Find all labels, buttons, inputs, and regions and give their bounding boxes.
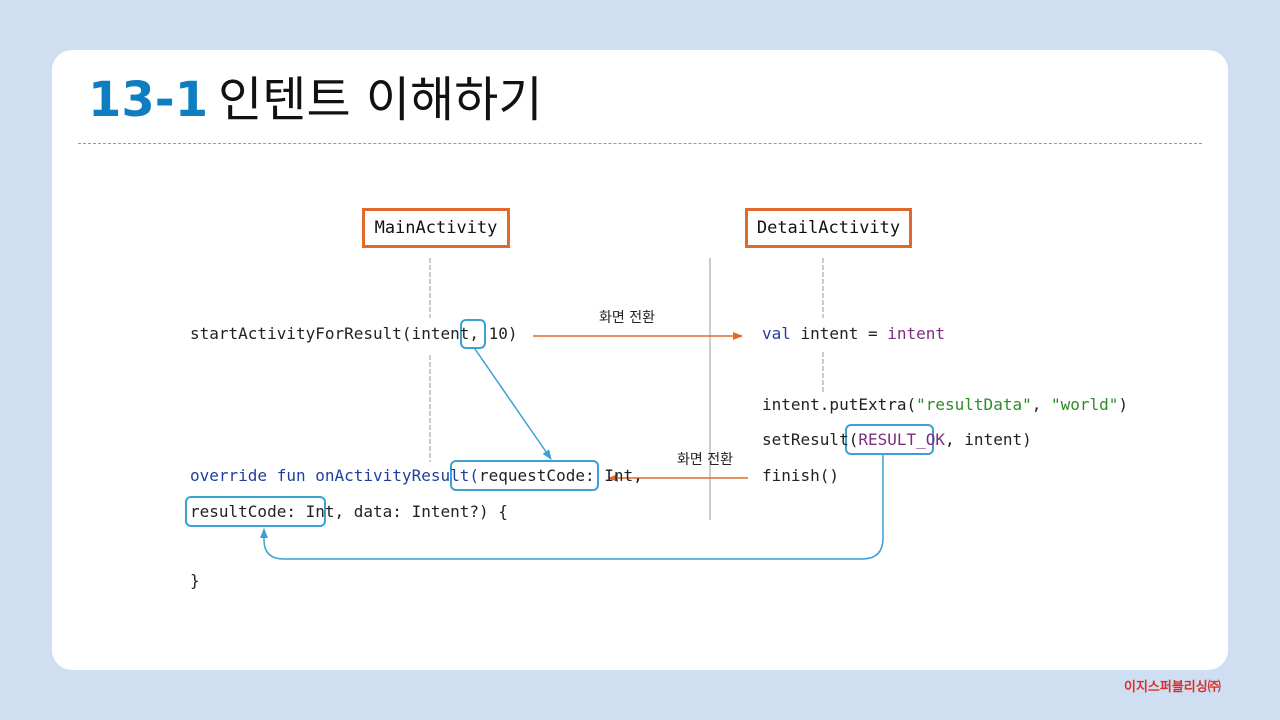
forward-transition-label: 화면 전환 <box>599 310 655 326</box>
intent-value: intent <box>887 324 946 343</box>
request-code-value: 10 <box>488 324 508 343</box>
intent-arg: , intent) <box>945 430 1032 449</box>
override-fun-keyword: override fun <box>190 466 316 485</box>
title-number: 13-1 <box>88 72 209 128</box>
put-extra-call: intent.putExtra( <box>762 395 917 414</box>
slide-card <box>52 50 1228 670</box>
val-keyword: val <box>762 324 801 343</box>
request-code-param: requestCode: Int <box>479 466 634 485</box>
main-activity-label: MainActivity <box>374 218 498 238</box>
result-code-param-highlight <box>185 496 326 527</box>
title-divider <box>78 143 1202 144</box>
result-code-param: resultCode: Int <box>190 502 335 521</box>
result-ok-highlight <box>845 424 934 455</box>
request-code-param-highlight <box>450 460 599 491</box>
param-comma: , <box>633 466 643 485</box>
on-activity-result-fn: onActivityResult( <box>315 466 479 485</box>
detail-activity-label: DetailActivity <box>756 218 901 238</box>
main-code-line-4: } <box>190 571 200 590</box>
set-result-call: setResult( <box>762 430 859 449</box>
title-text: 인텐트 이해하기 <box>218 72 543 128</box>
start-activity-call: startActivityForResult(intent, <box>190 324 489 343</box>
publisher-logo: 이지스퍼블리싱㈜ <box>1124 680 1221 695</box>
data-param: , data: Intent?) { <box>334 502 508 521</box>
main-code-line-1: startActivityForResult(intent, 10) <box>190 323 518 345</box>
request-code-highlight <box>460 319 486 349</box>
intent-assign: intent = <box>800 324 888 343</box>
close-paren: ) <box>507 324 518 343</box>
result-code-link-arrow <box>260 455 884 560</box>
main-code-line-2: override fun onActivityResult(requestCod… <box>190 465 643 487</box>
detail-code-line-1: val intent = intent <box>762 323 945 345</box>
main-code-line-3: resultCode: Int, data: Intent?) { <box>190 501 508 523</box>
detail-code-line-2: intent.putExtra("resultData", "world") <box>762 394 1128 416</box>
close-paren: ) <box>1118 395 1129 414</box>
world-string: "world" <box>1050 395 1119 414</box>
detail-activity-box: DetailActivity <box>745 208 912 248</box>
detail-code-line-4: finish() <box>762 466 840 485</box>
back-transition-label: 화면 전환 <box>677 452 733 468</box>
request-code-link-arrow <box>474 348 552 460</box>
arg-separator: , <box>1031 395 1051 414</box>
main-activity-box: MainActivity <box>362 208 510 248</box>
result-data-string: "resultData" <box>916 395 1032 414</box>
detail-code-line-3: setResult(RESULT_OK, intent) <box>762 429 1032 451</box>
result-ok-constant: RESULT_OK <box>858 430 946 449</box>
